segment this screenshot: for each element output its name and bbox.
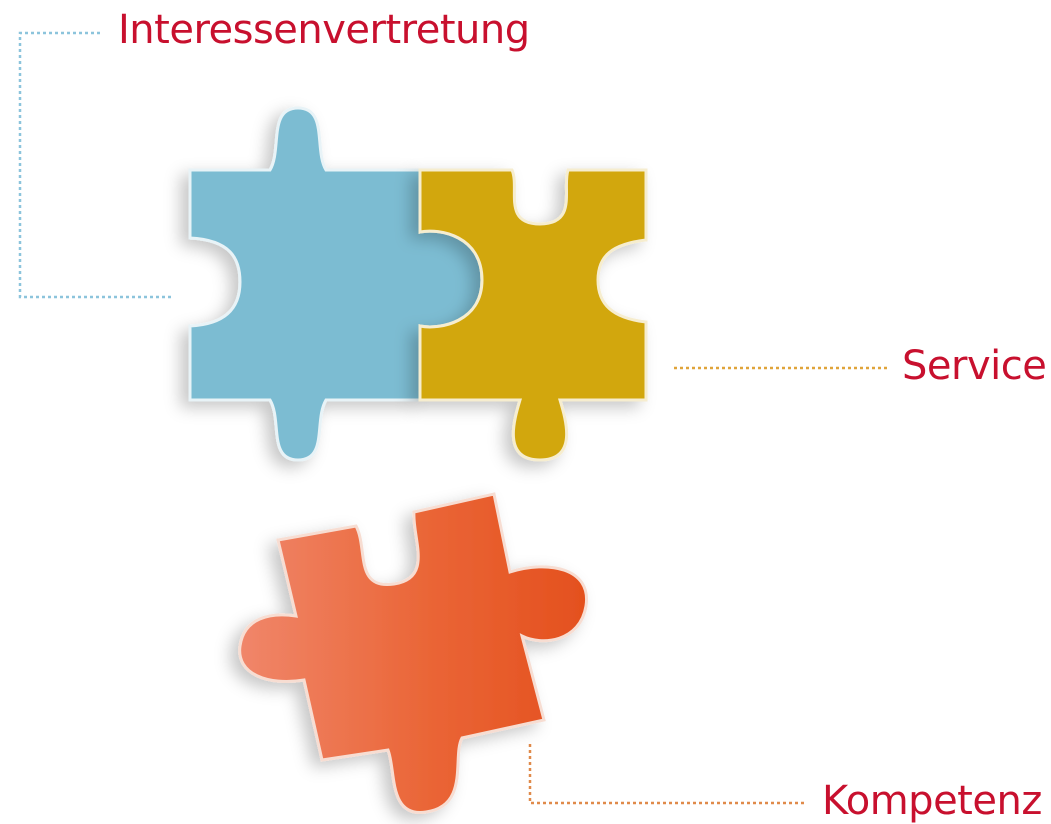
label-kompetenz: Kompetenz	[822, 778, 1042, 824]
connector-kompetenz	[528, 744, 806, 805]
connector-interest	[18, 31, 172, 299]
label-service: Service	[902, 343, 1047, 389]
puzzle-piece-yellow-icon	[418, 168, 648, 462]
puzzle-piece-blue-icon	[188, 106, 484, 462]
label-interessenvertretung: Interessenvertretung	[118, 7, 530, 53]
puzzle-piece-orange-icon	[238, 492, 588, 814]
